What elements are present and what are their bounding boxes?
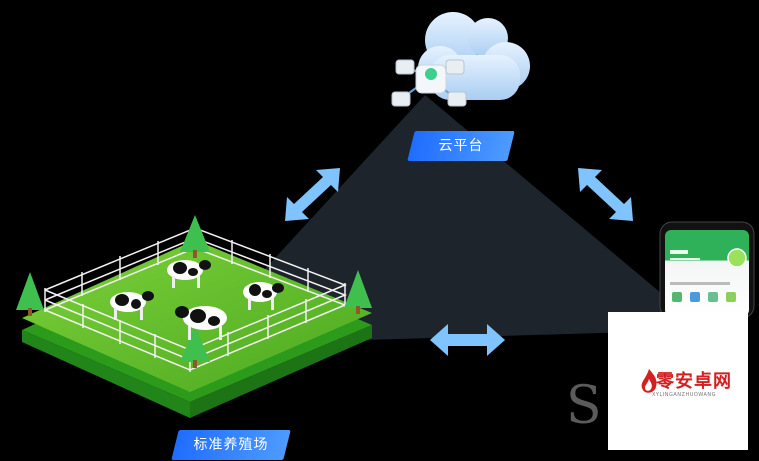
watermark-logo-subtext: XYLINGANZHUOWANG xyxy=(652,392,717,398)
standard-farm-label-text: 标准养殖场 xyxy=(193,437,269,453)
cow-icon xyxy=(175,306,227,340)
watermark-letter: S xyxy=(566,376,602,436)
arrow-farm-app-icon xyxy=(430,324,505,356)
flame-logo-icon xyxy=(641,369,657,393)
watermark-logo-text: 零安卓网 xyxy=(656,371,732,392)
arrow-cloud-farm-icon xyxy=(285,168,340,221)
cow-icon xyxy=(167,260,211,288)
arrow-cloud-app-icon xyxy=(578,168,633,221)
watermark-badge: 零安卓网 XYLINGANZHUOWANG xyxy=(608,312,748,450)
network-triangle xyxy=(195,95,705,345)
cow-icon xyxy=(243,282,284,310)
standard-farm-label: 标准养殖场 xyxy=(171,430,291,460)
cloud-platform-label-text: 云平台 xyxy=(438,138,484,154)
tree-icon xyxy=(16,215,372,368)
cow-icon xyxy=(110,291,154,320)
fence xyxy=(44,226,348,372)
smartphone-app-illustration xyxy=(659,221,755,319)
server-cluster-icon xyxy=(391,59,467,107)
cloud-platform-label: 云平台 xyxy=(407,131,515,161)
